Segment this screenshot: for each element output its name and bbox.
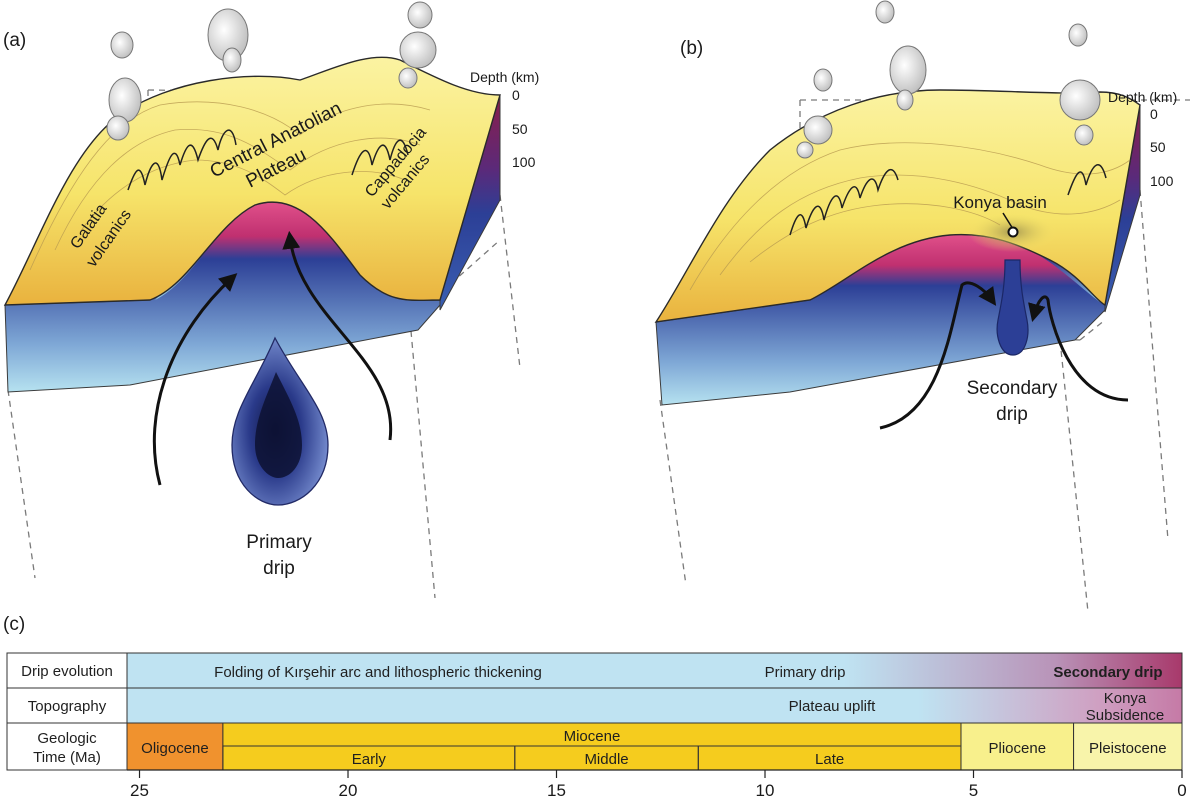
topography-bar	[126, 687, 1183, 724]
panel-a-volcano-smoke	[106, 1, 437, 141]
secondary-drip-label-line1: Secondary	[967, 378, 1058, 399]
axis-tick-label: 25	[130, 781, 149, 800]
primary-drip-core	[255, 372, 302, 478]
panel-a-depth-tick-0: 0	[512, 87, 520, 103]
axis-tick-label: 20	[339, 781, 358, 800]
row-header-geologic-time-line1: Geologic	[37, 730, 97, 747]
panel-b: (b) Depth (km) 0 50 100 Konya basin Seco…	[654, 0, 1190, 613]
panel-b-mountains-west	[789, 168, 899, 236]
drip-evolution-item-primary: Primary drip	[765, 664, 846, 681]
panel-a-depth-title: Depth (km)	[470, 69, 539, 85]
panel-c-timeline: (c) Drip evolution Topography Geologic T…	[3, 614, 1187, 800]
primary-drip-label-line1: Primary	[246, 532, 312, 553]
axis-tick-label: 10	[756, 781, 775, 800]
row-header-topography: Topography	[28, 698, 107, 715]
konya-basin-label: Konya basin	[953, 193, 1047, 212]
sub-epoch-label-middle: Middle	[584, 751, 628, 768]
panel-a: (a) Depth (km) 0 50 100 Central Anatolia…	[3, 1, 539, 599]
row-header-geologic-time-line2: Time (Ma)	[33, 749, 101, 766]
topography-item-subsidence: Subsidence	[1086, 707, 1164, 724]
panel-a-mountains-cappadocia	[351, 139, 409, 176]
panel-b-contours	[689, 142, 1131, 291]
panel-a-depth-tick-100: 100	[512, 154, 536, 170]
panel-b-depth-tick-100: 100	[1150, 173, 1174, 189]
panel-b-depth-title: Depth (km)	[1108, 89, 1177, 105]
sub-epoch-label-early: Early	[352, 751, 387, 768]
panel-a-contours	[29, 101, 431, 271]
panel-b-mountains-east	[1067, 164, 1107, 196]
panel-b-label: (b)	[680, 38, 703, 59]
sub-epoch-label-late: Late	[815, 751, 844, 768]
panel-b-flow-arrows	[879, 281, 1129, 430]
drip-evolution-bar	[126, 652, 1183, 689]
axis-tick-label: 15	[547, 781, 566, 800]
axis-tick-label: 0	[1177, 781, 1186, 800]
epoch-pleistocene	[1073, 722, 1183, 771]
panel-a-flow-arrows	[152, 230, 393, 486]
panel-b-depth-tick-0: 0	[1150, 106, 1158, 122]
drip-evolution-item-secondary: Secondary drip	[1053, 664, 1162, 681]
panel-a-depth-tick-50: 50	[512, 121, 528, 137]
epoch-label-oligocene: Oligocene	[141, 740, 209, 757]
panel-b-volcano-smoke	[796, 0, 1101, 159]
secondary-drip-shape	[996, 259, 1029, 356]
panel-b-crust-surface	[654, 89, 1141, 323]
panel-c-label: (c)	[3, 614, 25, 635]
panel-b-depth-tick-50: 50	[1150, 139, 1166, 155]
row-header-drip-evolution: Drip evolution	[21, 663, 113, 680]
epoch-label-pleistocene: Pleistocene	[1089, 740, 1167, 757]
topography-item-plateau-uplift: Plateau uplift	[789, 698, 877, 715]
panel-a-mountains-galatia	[127, 129, 237, 191]
konya-basin-leader	[1002, 212, 1014, 230]
secondary-drip-label-line2: drip	[996, 404, 1028, 425]
epoch-label-pliocene: Pliocene	[989, 740, 1047, 757]
drip-evolution-item-folding: Folding of Kırşehir arc and lithospheric…	[214, 664, 542, 681]
epoch-label-miocene: Miocene	[564, 728, 621, 745]
time-axis-ticks: 25 20 15 10 5 0	[130, 770, 1187, 800]
panel-a-label: (a)	[3, 30, 26, 51]
timeline-header-column: Drip evolution Topography Geologic Time …	[6, 652, 128, 771]
konya-basin-marker	[1007, 226, 1019, 238]
primary-drip-label-line2: drip	[263, 558, 295, 579]
axis-tick-label: 5	[969, 781, 978, 800]
epoch-oligocene	[126, 722, 224, 771]
topography-item-konya: Konya	[1104, 690, 1147, 707]
